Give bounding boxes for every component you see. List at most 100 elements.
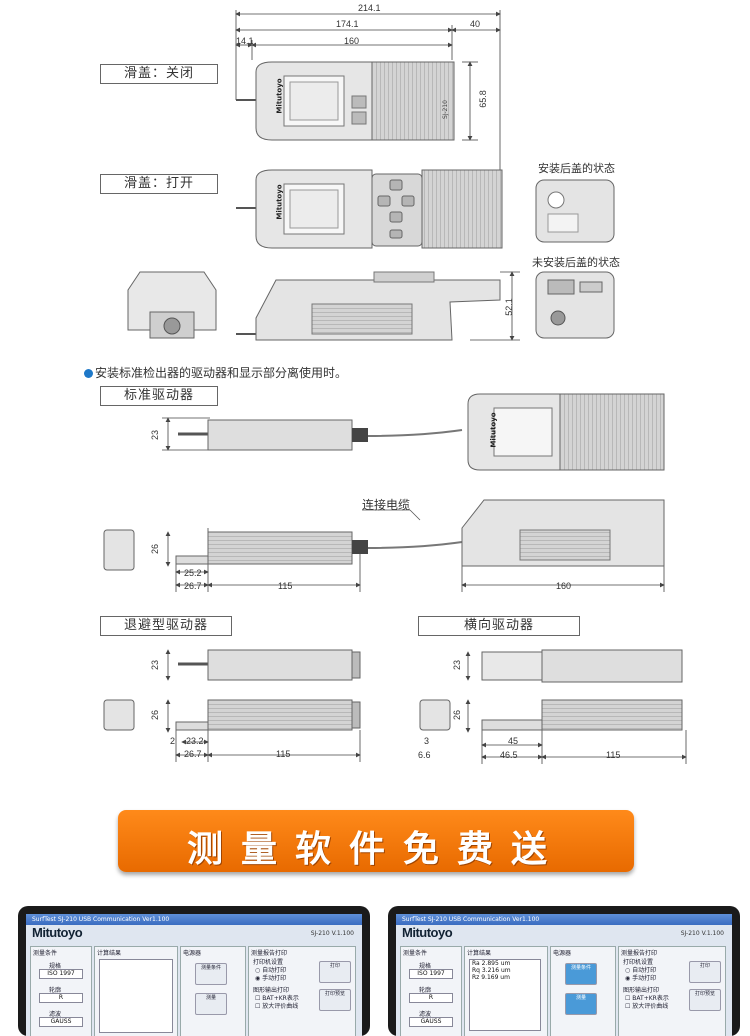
dim-26-c: 26 <box>452 709 463 721</box>
print-button[interactable]: 打印 <box>319 961 351 983</box>
graph-print-label: 图形输出打印 <box>623 987 660 994</box>
dim-115-a: 115 <box>278 581 293 591</box>
standard-drive-top <box>162 393 665 471</box>
print-button[interactable]: 打印 <box>689 961 721 983</box>
filter-field[interactable]: GAUSS <box>39 1017 83 1027</box>
calc-result-title: 计算结果 <box>467 950 492 957</box>
measure-cond-button[interactable]: 测量条件 <box>195 963 227 985</box>
filter-field[interactable]: GAUSS <box>409 1017 453 1027</box>
bullet-icon <box>84 369 93 378</box>
auto-print-radio[interactable]: ○ 自动打印 <box>255 967 287 974</box>
dim-23-a: 23 <box>150 429 161 441</box>
calc-result-title: 计算结果 <box>97 950 122 957</box>
print-panel: 测量报告打印 打印机设置 ○ 自动打印 ◉ 手动打印 图形输出打印 ☐ BAT+… <box>248 946 356 1036</box>
dim-14-1: 14.1 <box>236 36 254 46</box>
brand-mark-open: Mitutoyo <box>275 184 284 220</box>
device-top-open <box>236 169 503 249</box>
back-cover-installed <box>535 179 615 243</box>
dim-115-c: 115 <box>606 750 621 760</box>
label-cover-closed: 滑盖：关闭 <box>100 64 218 84</box>
dim-6-6: 6.6 <box>418 750 431 760</box>
dim-26-a: 26 <box>150 543 161 555</box>
result-rq: Rq 3.216 um <box>472 967 511 974</box>
option-2-checkbox[interactable]: ☐ 放大评价曲线 <box>255 1003 299 1010</box>
power-panel: 电源器 测量条件 测量 <box>180 946 246 1036</box>
printer-settings-label: 打印机设置 <box>253 959 284 966</box>
dim-52-1: 52.1 <box>503 298 514 316</box>
auto-print-radio[interactable]: ○ 自动打印 <box>625 967 657 974</box>
power-panel: 电源器 测量条件 测量 <box>550 946 616 1036</box>
dim-65-8: 65.8 <box>477 90 488 108</box>
free-software-banner: 测量软件免费送 <box>118 810 634 872</box>
calc-result-panel: 计算结果 Ra 2.895 um Rq 3.216 um Rz 9.169 um <box>464 946 548 1036</box>
result-rz: Rz 9.169 um <box>472 974 510 981</box>
measure-start-button[interactable]: 测量 <box>195 993 227 1015</box>
dim-40: 40 <box>470 19 481 29</box>
dim-2: 2 <box>170 736 176 746</box>
profile-field[interactable]: R <box>39 993 83 1003</box>
software-window-left: SurfTest SJ-210 USB Communication Ver1.1… <box>26 914 362 1036</box>
profile-label: 轮廓 <box>419 987 432 994</box>
label-cover-open: 滑盖：打开 <box>100 174 218 194</box>
dim-26-b: 26 <box>150 709 161 721</box>
option-2-checkbox[interactable]: ☐ 放大评价曲线 <box>625 1003 669 1010</box>
option-1-label: BAT+KR表示 <box>262 995 299 1002</box>
label-not-installed: 未安装后盖的状态 <box>532 256 620 269</box>
device-front-view <box>127 271 217 339</box>
option-1-checkbox[interactable]: ☐ BAT+KR表示 <box>255 995 299 1002</box>
device-side-view <box>236 271 501 341</box>
device-top-closed <box>236 61 455 141</box>
print-panel-title: 测量报告打印 <box>251 950 288 957</box>
calc-result-box <box>99 959 173 1033</box>
print-panel-title: 测量报告打印 <box>621 950 658 957</box>
dim-45: 45 <box>508 736 519 746</box>
software-window-right: SurfTest SJ-210 USB Communication Ver1.1… <box>396 914 732 1036</box>
measure-cond-title: 测量条件 <box>403 950 428 957</box>
standard-field[interactable]: ISO 1997 <box>39 969 83 979</box>
print-preview-button[interactable]: 打印预览 <box>319 989 351 1011</box>
profile-field[interactable]: R <box>409 993 453 1003</box>
option-1-label: BAT+KR表示 <box>632 995 669 1002</box>
software-monitor-left: SurfTest SJ-210 USB Communication Ver1.1… <box>18 906 370 1036</box>
separate-use-note: 安装标准检出器的驱动器和显示部分离使用时。 <box>84 364 347 381</box>
option-2-label: 放大评价曲线 <box>632 1003 669 1010</box>
label-after-install: 安装后盖的状态 <box>538 162 615 175</box>
option-1-checkbox[interactable]: ☐ BAT+KR表示 <box>625 995 669 1002</box>
label-standard-drive: 标准驱动器 <box>100 386 218 406</box>
dim-3: 3 <box>424 736 430 746</box>
transverse-drive-views <box>419 649 687 764</box>
label-transverse-drive: 横向驱动器 <box>418 616 580 636</box>
auto-print-label: 自动打印 <box>632 967 657 974</box>
model-mark: SJ-210 <box>441 100 449 119</box>
measure-cond-panel: 测量条件 规格 ISO 1997 轮廓 R 滤波 GAUSS <box>30 946 92 1036</box>
print-preview-button[interactable]: 打印预览 <box>689 989 721 1011</box>
separate-use-text: 安装标准检出器的驱动器和显示部分离使用时。 <box>95 366 348 380</box>
dim-115-b: 115 <box>276 749 291 759</box>
auto-print-label: 自动打印 <box>262 967 287 974</box>
banner-text: 测量软件免费送 <box>186 828 565 870</box>
manual-print-label: 手动打印 <box>632 975 657 982</box>
manual-print-label: 手动打印 <box>262 975 287 982</box>
dim-23-b: 23 <box>150 659 161 671</box>
window-titlebar: SurfTest SJ-210 USB Communication Ver1.1… <box>396 914 732 925</box>
filter-label: 滤波 <box>419 1011 432 1018</box>
filter-label: 滤波 <box>49 1011 62 1018</box>
measure-cond-title: 测量条件 <box>33 950 58 957</box>
printer-settings-label: 打印机设置 <box>623 959 654 966</box>
graph-print-label: 图形输出打印 <box>253 987 290 994</box>
manual-print-radio[interactable]: ◉ 手动打印 <box>625 975 657 982</box>
measure-start-button[interactable]: 测量 <box>565 993 597 1015</box>
window-titlebar: SurfTest SJ-210 USB Communication Ver1.1… <box>26 914 362 925</box>
brand-mark-closed: Mitutoyo <box>275 78 284 114</box>
profile-label: 轮廓 <box>49 987 62 994</box>
measure-cond-panel: 测量条件 规格 ISO 1997 轮廓 R 滤波 GAUSS <box>400 946 462 1036</box>
dim-160-b: 160 <box>556 581 572 591</box>
print-panel: 测量报告打印 打印机设置 ○ 自动打印 ◉ 手动打印 图形输出打印 ☐ BAT+… <box>618 946 726 1036</box>
manual-print-radio[interactable]: ◉ 手动打印 <box>255 975 287 982</box>
power-title: 电源器 <box>553 950 572 957</box>
result-ra: Ra 2.895 um <box>472 960 511 967</box>
standard-label: 规格 <box>49 963 62 970</box>
measure-cond-button[interactable]: 测量条件 <box>565 963 597 985</box>
standard-field[interactable]: ISO 1997 <box>409 969 453 979</box>
dim-174-1: 174.1 <box>336 19 359 29</box>
